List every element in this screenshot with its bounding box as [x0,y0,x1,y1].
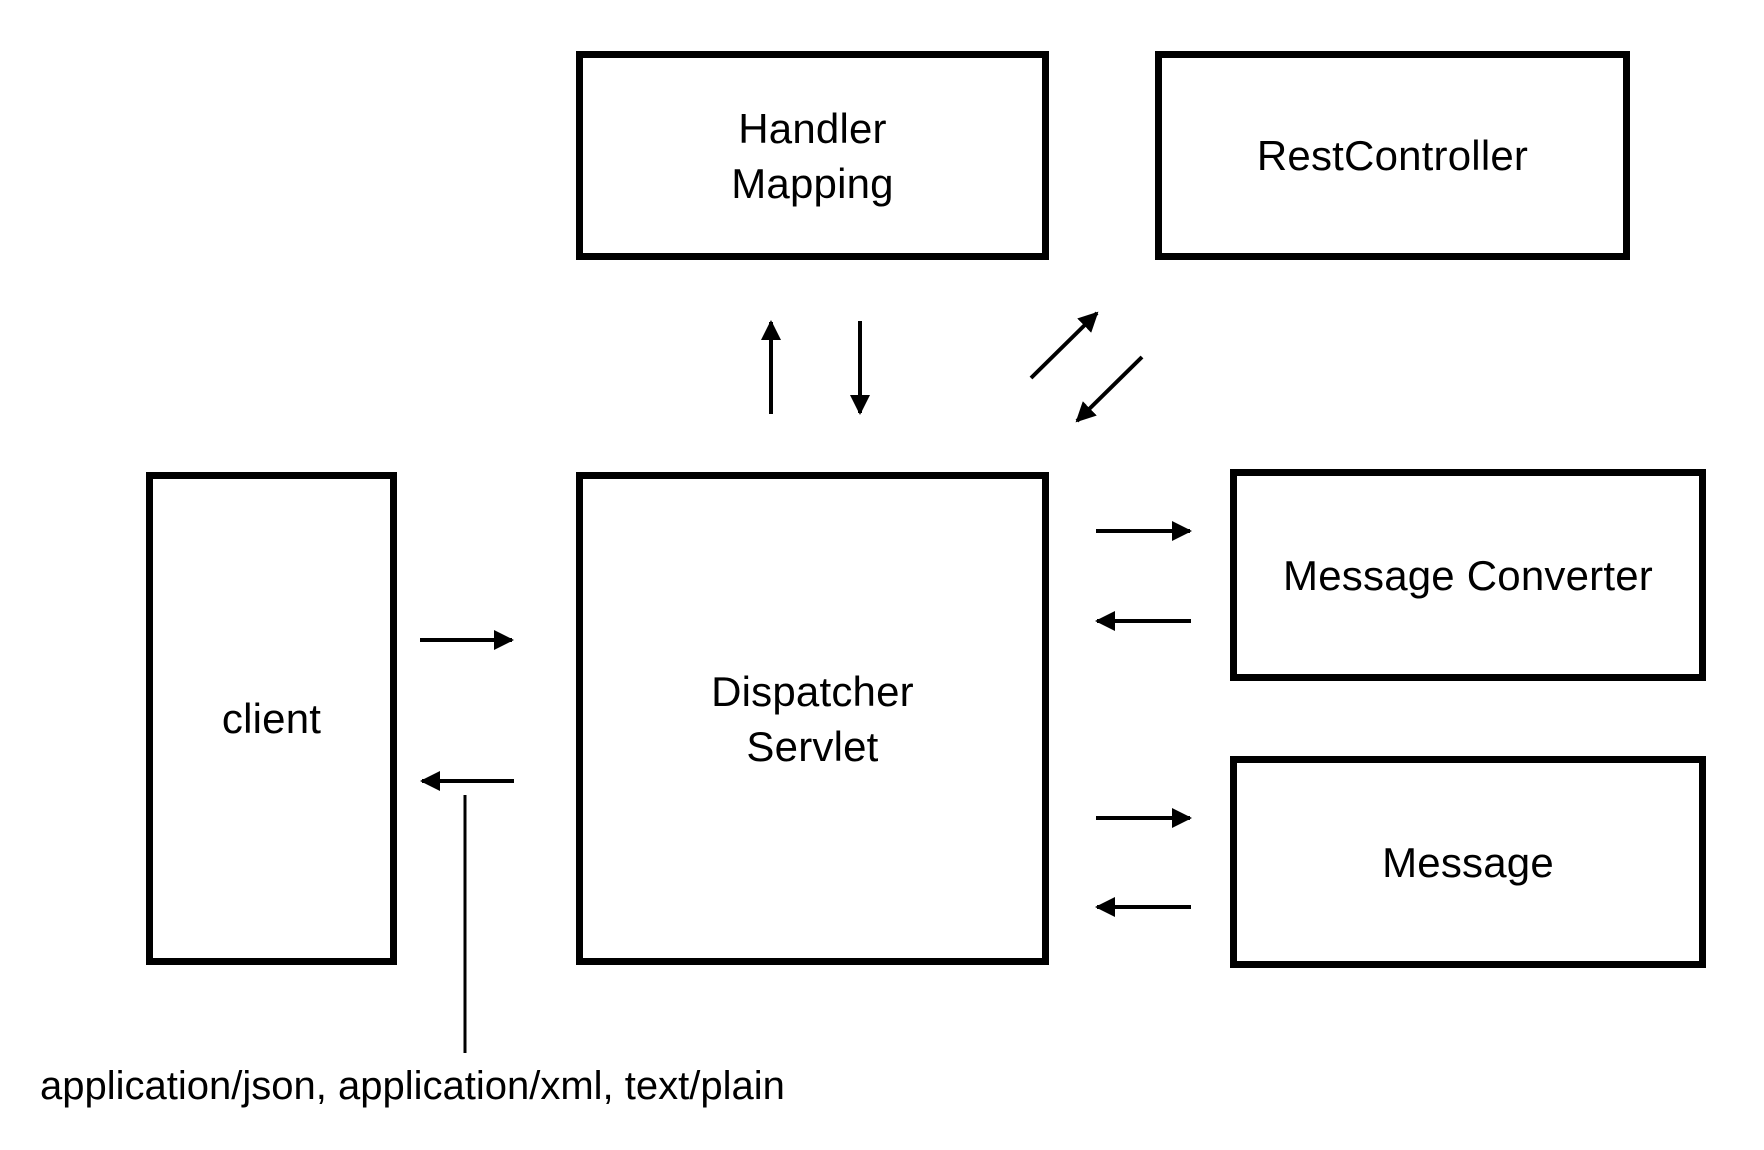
dispatcher-servlet-box: Dispatcher Servlet [576,472,1049,965]
client-box: client [146,472,397,965]
handler-mapping-label: Handler Mapping [731,104,894,207]
dispatcher-servlet-label: Dispatcher Servlet [711,667,914,770]
rest-controller-to-dispatcher-arrow [1075,355,1144,423]
message-box: Message [1230,756,1706,968]
message-converter-label: Message Converter [1283,551,1653,599]
content-types-label: application/json, application/xml, text/… [40,1064,785,1108]
dispatcher-to-rest-controller-arrow [1029,311,1099,380]
handler-mapping-box: Handler Mapping [576,51,1049,260]
message-label: Message [1382,838,1554,886]
message-converter-box: Message Converter [1230,469,1706,681]
rest-controller-box: RestController [1155,51,1630,260]
rest-controller-label: RestController [1256,132,1529,179]
client-label: client [221,695,322,742]
